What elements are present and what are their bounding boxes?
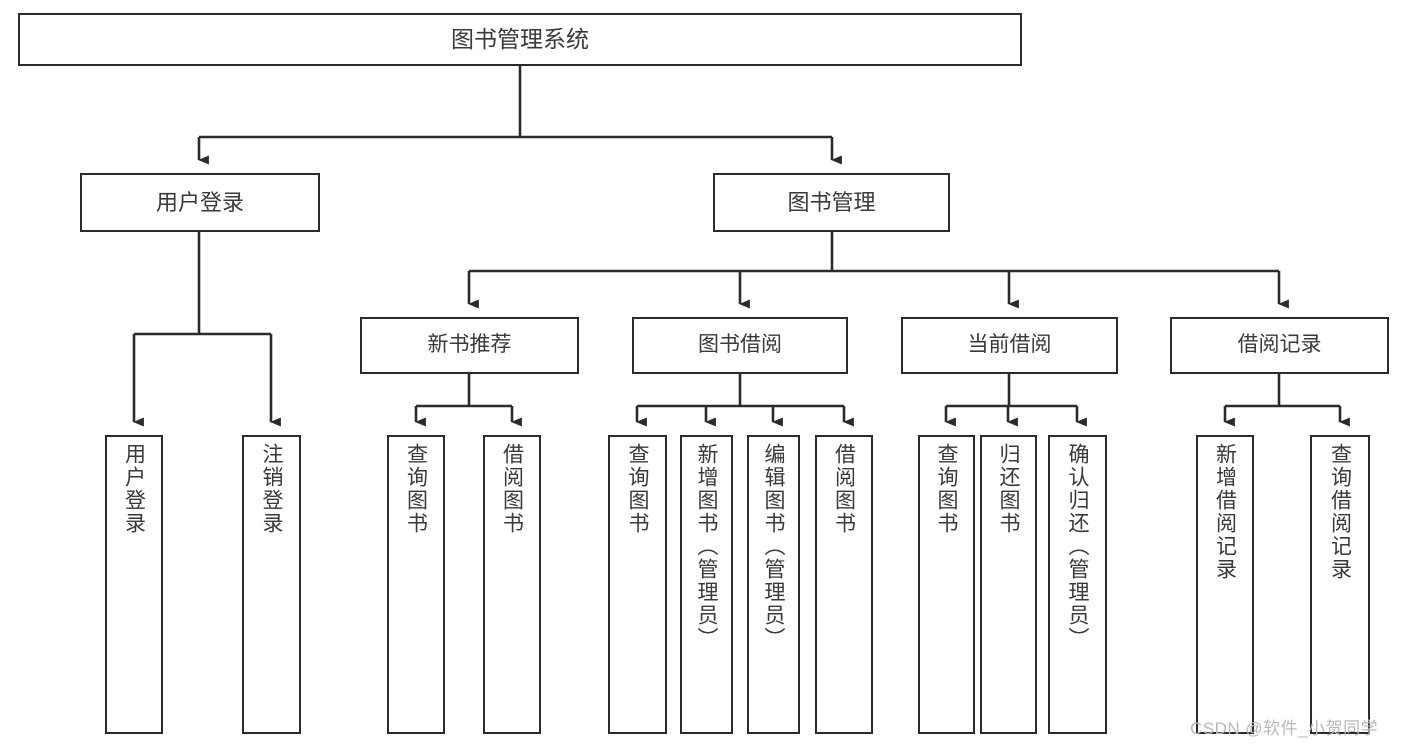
- leaf-query-book-recommend-label: 查询图书: [404, 443, 428, 535]
- node-user-login-label: 用户登录: [155, 189, 244, 215]
- leaf-borrow-book-recommend-label: 借阅图书: [500, 443, 524, 535]
- node-current-borrow[interactable]: 当前借阅: [901, 317, 1118, 374]
- node-borrow-record[interactable]: 借阅记录: [1170, 317, 1389, 374]
- leaf-add-borrow-record[interactable]: 新增借阅记录: [1196, 435, 1254, 734]
- leaf-borrow-book-label: 借阅图书: [832, 443, 856, 535]
- node-root[interactable]: 图书管理系统: [18, 13, 1022, 66]
- node-book-borrow[interactable]: 图书借阅: [632, 317, 848, 374]
- node-new-book-recommend[interactable]: 新书推荐: [360, 317, 579, 374]
- leaf-query-borrow-record-label: 查询借阅记录: [1328, 443, 1352, 581]
- leaf-user-login-label: 用户登录: [122, 443, 146, 535]
- node-root-label: 图书管理系统: [451, 25, 589, 52]
- node-book-borrow-label: 图书借阅: [698, 333, 782, 357]
- node-current-borrow-label: 当前借阅: [967, 333, 1052, 357]
- leaf-user-login[interactable]: 用户登录: [105, 435, 163, 734]
- leaf-edit-book-admin[interactable]: 编辑图书（管理员）: [747, 435, 800, 734]
- leaf-logout-label: 注销登录: [260, 443, 283, 535]
- node-new-book-recommend-label: 新书推荐: [427, 333, 512, 357]
- leaf-query-book-borrow[interactable]: 查询图书: [608, 435, 667, 734]
- node-borrow-record-label: 借阅记录: [1237, 333, 1322, 357]
- leaf-query-book-borrow-label: 查询图书: [626, 443, 649, 535]
- leaf-query-book-recommend[interactable]: 查询图书: [387, 435, 445, 734]
- leaf-borrow-book-recommend[interactable]: 借阅图书: [483, 435, 541, 734]
- leaf-add-borrow-record-label: 新增借阅记录: [1213, 443, 1237, 581]
- node-user-login[interactable]: 用户登录: [80, 173, 320, 232]
- leaf-logout[interactable]: 注销登录: [242, 435, 301, 734]
- node-book-management[interactable]: 图书管理: [713, 173, 950, 232]
- leaf-return-book-label: 归还图书: [997, 443, 1020, 535]
- node-book-management-label: 图书管理: [787, 189, 876, 215]
- leaf-confirm-return-admin[interactable]: 确认归还（管理员）: [1048, 435, 1107, 734]
- leaf-edit-book-admin-label: 编辑图书（管理员）: [762, 443, 785, 650]
- leaf-confirm-return-admin-label: 确认归还（管理员）: [1066, 443, 1089, 650]
- leaf-query-book-current-label: 查询图书: [935, 443, 958, 535]
- leaf-query-book-current[interactable]: 查询图书: [918, 435, 975, 734]
- watermark: CSDN @软件_小贺同学: [1190, 719, 1379, 738]
- leaf-add-book-admin[interactable]: 新增图书（管理员）: [680, 435, 733, 734]
- leaf-add-book-admin-label: 新增图书（管理员）: [695, 443, 718, 650]
- leaf-return-book[interactable]: 归还图书: [980, 435, 1037, 734]
- leaf-query-borrow-record[interactable]: 查询借阅记录: [1310, 435, 1370, 734]
- leaf-borrow-book[interactable]: 借阅图书: [815, 435, 873, 734]
